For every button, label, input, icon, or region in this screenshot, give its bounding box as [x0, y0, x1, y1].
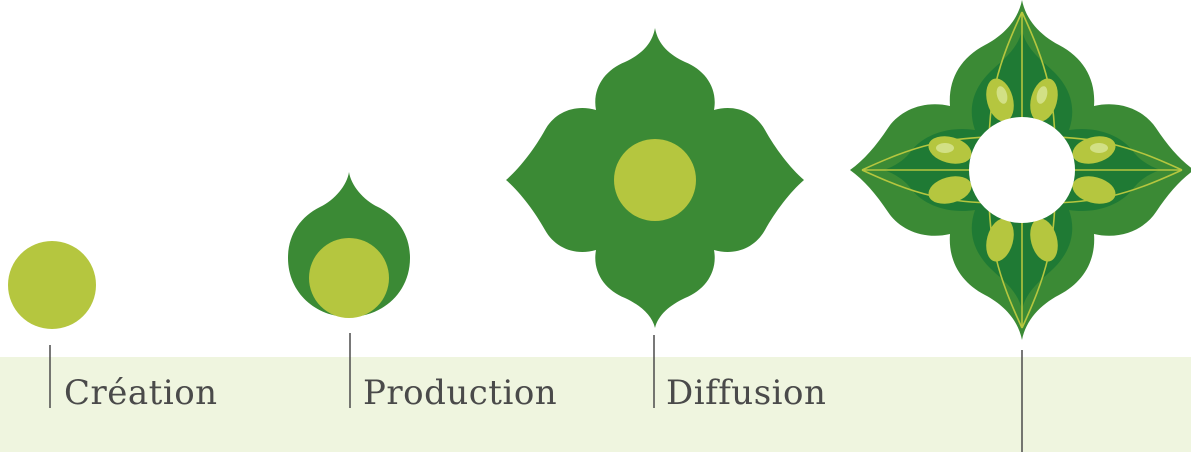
stage-label-creation: Création — [64, 373, 218, 413]
seed-icon — [8, 241, 96, 329]
bud-icon — [288, 172, 410, 318]
ornate-flower-icon — [850, 0, 1191, 340]
stage-label-production: Production — [363, 373, 558, 413]
stage-label-diffusion: Diffusion — [666, 373, 827, 413]
label-band — [0, 357, 1191, 452]
flower-icon — [506, 28, 804, 328]
